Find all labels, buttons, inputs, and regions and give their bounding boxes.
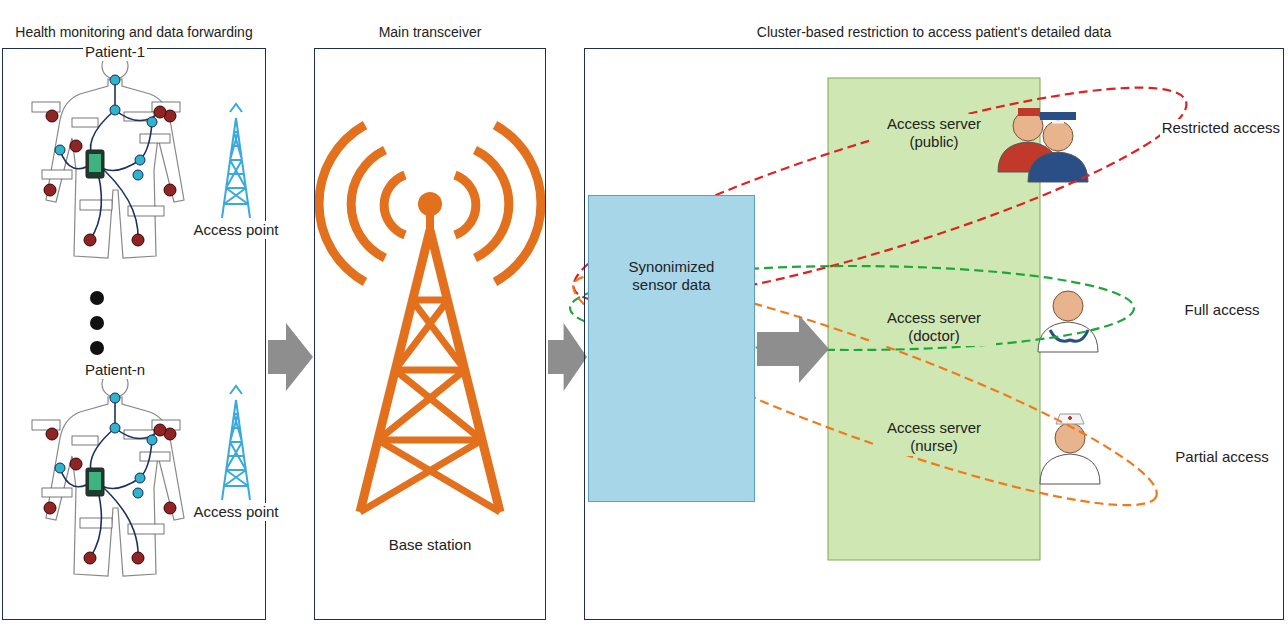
label-holder: Restricted access (1160, 119, 1282, 137)
label-holder: Access point (191, 221, 280, 239)
label-holder: Access point (191, 503, 280, 521)
box-text: Access server (doctor) (872, 308, 996, 346)
server-box: Access server (public) (830, 114, 1038, 156)
server-box: Access server (nurse) (830, 418, 1038, 460)
panel-heading: Main transceiver (315, 24, 545, 41)
label-holder: Patient-1 (83, 43, 147, 61)
ap-label: Access point (191, 221, 280, 239)
panel: Health monitoring and data forwarding (2, 48, 266, 620)
box-text: Access server (public) (871, 114, 997, 152)
patient-label: Patient-n (83, 361, 147, 379)
label-holder: Base station (387, 536, 474, 554)
panel-heading: Health monitoring and data forwarding (3, 24, 265, 41)
label-holder: Patient-n (83, 361, 147, 379)
patient-label: Patient-1 (83, 43, 147, 61)
block-arrow (757, 315, 829, 383)
access-label: Full access (1182, 301, 1261, 319)
data-box: Synonimized sensor data (588, 195, 755, 502)
label-holder: Full access (1182, 301, 1261, 319)
access-label: Restricted access (1160, 119, 1282, 137)
box-text: Synonimized sensor data (615, 258, 729, 294)
server-box: Access server (doctor) (830, 308, 1038, 350)
block-arrow (268, 323, 313, 391)
access-label: Partial access (1173, 448, 1270, 466)
station-label: Base station (387, 536, 474, 554)
panel: Main transceiver (314, 48, 546, 620)
ap-label: Access point (191, 503, 280, 521)
panel-heading: Cluster-based restriction to access pati… (585, 24, 1283, 41)
block-arrow (548, 323, 587, 391)
label-holder: Partial access (1173, 448, 1270, 466)
box-text: Access server (nurse) (875, 418, 993, 456)
